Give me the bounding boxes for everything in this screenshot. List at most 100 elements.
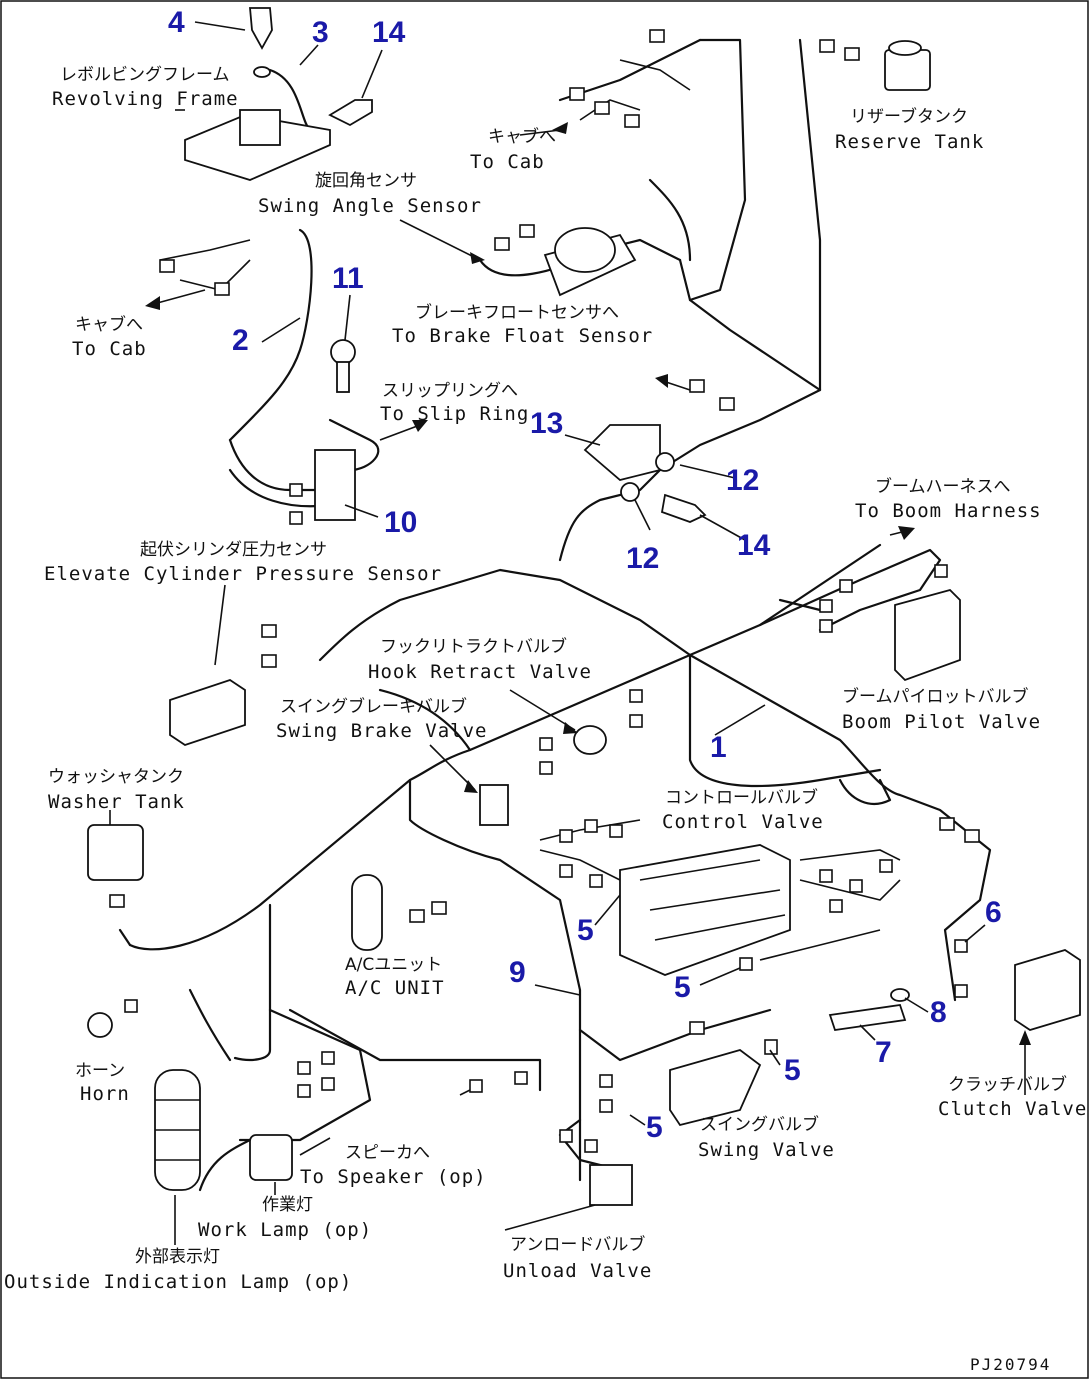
connectors [109,29,980,1153]
ac-unit [351,874,383,951]
label-work-lamp: Work Lamp (op) [198,1219,372,1241]
label-revolving-frame: Revolving Frame [52,88,239,110]
item-7-clip-set [828,1004,907,1031]
label-clutch-valve-jp: クラッチバルブ [948,1074,1067,1095]
label-reserve-tank: Reserve Tank [835,131,984,153]
label-ac-unit-jp: A/Cユニット [345,955,442,975]
callout-2: 2 [232,324,249,357]
callout-6: 6 [985,896,1002,929]
label-outside-lamp: Outside Indication Lamp (op) [4,1271,352,1293]
label-control-valve-jp: コントロールバルブ [665,787,818,808]
callout-9: 9 [509,956,526,989]
label-revolving-frame-jp: レボルビングフレーム [60,65,230,85]
label-clutch-valve: Clutch Valve [938,1098,1087,1120]
item-11-bolt [336,361,350,393]
callout-5c: 5 [784,1054,801,1087]
label-swing-angle-sensor: Swing Angle Sensor [258,195,482,217]
label-to-cab-upper-jp: キャブへ [488,126,556,147]
callout-11: 11 [332,262,364,295]
reserve-tank-cap [888,40,922,56]
label-slip-ring-jp: スリップリングへ [382,381,518,401]
callout-7: 7 [875,1036,892,1069]
label-to-cab-left-jp: キャブへ [75,314,143,335]
boom-pilot-valve [894,588,961,682]
label-horn-jp: ホーン [75,1061,125,1081]
callout-5d: 5 [646,1111,663,1144]
label-brake-float-jp: ブレーキフロートセンサへ [415,302,619,323]
item-14-plug [328,99,373,127]
reserve-tank [884,49,931,91]
control-valve [619,844,791,976]
hook-retract-valve [573,725,607,755]
callouts: 4 3 14 2 11 13 12 10 12 14 1 6 5 9 5 8 7… [168,6,1002,1144]
components [87,7,1081,1206]
elevate-pressure-sensor-block [169,679,246,746]
label-hook-retract-jp: フックリトラクトバルブ [380,636,567,657]
item-14-bolt [660,493,707,523]
label-elevate-sensor-jp: 起伏シリンダ圧力センサ [140,540,327,560]
label-reserve-tank-jp: リザーブタンク [850,106,968,127]
callout-14: 14 [372,16,406,49]
label-speaker-jp: スピーカへ [345,1143,430,1163]
label-boom-harness-jp: ブームハーネスへ [875,476,1011,497]
callout-14b: 14 [737,529,771,562]
label-speaker: To Speaker (op) [300,1166,487,1188]
callout-1: 1 [710,731,727,764]
item-8-washer [890,988,910,1002]
leader-lines [109,21,1031,1245]
horn [87,1012,113,1038]
label-slip-ring: To Slip Ring [380,403,529,425]
item-12-clamp [620,482,640,502]
callout-5b: 5 [674,971,691,1004]
label-unload-valve-jp: アンロードバルブ [510,1234,645,1255]
label-swing-angle-sensor-jp: 旋回角センサ [315,171,417,191]
label-to-cab-left: To Cab [72,338,147,360]
label-control-valve: Control Valve [662,811,824,833]
swing-angle-sensor-body [554,227,616,273]
callout-13: 13 [530,407,563,440]
label-boom-harness: To Boom Harness [855,500,1042,522]
label-elevate-sensor: Elevate Cylinder Pressure Sensor [44,563,442,585]
label-work-lamp-jp: 作業灯 [262,1195,313,1215]
label-horn: Horn [80,1083,130,1105]
label-swing-valve-jp: スイングバルブ [700,1114,819,1135]
label-boom-pilot: Boom Pilot Valve [842,711,1041,733]
swing-valve [669,1049,762,1127]
item-10-terminal-block [314,449,356,521]
callout-3: 3 [312,16,329,49]
item-12-clamp [655,452,675,472]
item-4-sensor [249,7,273,50]
label-unload-valve: Unload Valve [503,1260,652,1282]
label-washer-tank: Washer Tank [48,791,185,813]
labels: レボルビングフレーム Revolving Frame キャブへ To Cab リ… [4,65,1087,1374]
label-boom-pilot-jp: ブームパイロットバルブ [842,686,1029,707]
label-ac-unit: A/C UNIT [345,977,445,999]
callout-4: 4 [168,6,185,39]
callout-12: 12 [726,464,759,497]
item-11-grommet [330,339,356,365]
callout-12b: 12 [626,542,659,575]
label-outside-lamp-jp: 外部表示灯 [135,1247,220,1267]
label-brake-float: To Brake Float Sensor [392,325,653,347]
item-13-bracket [583,424,661,481]
item-3-clamp [253,66,271,78]
label-to-cab-upper: To Cab [470,151,545,173]
clutch-valve [1014,949,1081,1031]
drawing-code: PJ20794 [970,1355,1051,1374]
label-hook-retract: Hook Retract Valve [368,661,592,683]
unload-valve [589,1164,633,1206]
callout-10: 10 [384,506,417,539]
callout-5: 5 [577,914,594,947]
label-swing-brake: Swing Brake Valve [276,720,487,742]
label-swing-brake-jp: スイングブレーキバルブ [280,696,467,717]
swing-brake-valve [479,784,509,826]
callout-8: 8 [930,996,947,1029]
frame-bracket [239,109,281,146]
label-washer-tank-jp: ウォッシャタンク [48,767,184,787]
label-swing-valve: Swing Valve [698,1139,835,1161]
work-lamp [249,1134,293,1181]
washer-tank [87,824,144,881]
